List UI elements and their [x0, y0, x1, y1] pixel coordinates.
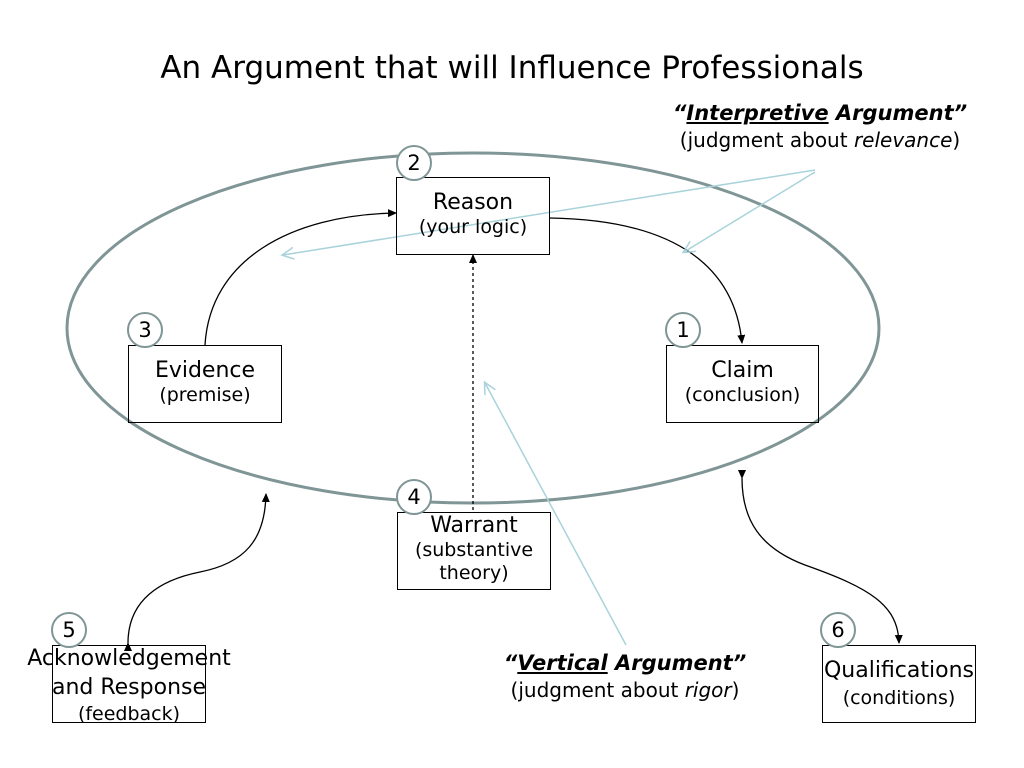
- interpretive-heading: “Interpretive Argument”: [672, 101, 968, 125]
- reason-to-claim-arrow: [549, 217, 746, 344]
- acknowledgement-sublabel: (feedback): [77, 703, 181, 726]
- evidence-to-reason-arrow: [204, 209, 397, 346]
- warrant-sublabel-line1: (substantive: [414, 539, 534, 562]
- claim-label: Claim: [711, 358, 774, 383]
- interpretive-description: (judgment about relevance): [679, 128, 961, 153]
- qualifications-number: 6: [820, 612, 856, 648]
- qualifications-text: Qualifications (conditions): [790, 657, 1008, 710]
- warrant-box: Warrant (substantive theory): [397, 512, 551, 590]
- interpretive-callout: “Interpretive Argument” (judgment about …: [600, 100, 1024, 153]
- claim-sublabel: (conclusion): [684, 384, 801, 407]
- reason-sublabel: (your logic): [418, 216, 528, 239]
- qualifications-sublabel: (conditions): [842, 686, 956, 709]
- vertical-arrow: [485, 383, 627, 646]
- vertical-heading: “Vertical Argument”: [503, 651, 747, 675]
- reason-box: Reason (your logic): [396, 177, 550, 255]
- acknowledgement-arrow: [123, 493, 270, 652]
- acknowledgement-number: 5: [51, 612, 87, 648]
- reason-label: Reason: [432, 190, 514, 215]
- evidence-label: Evidence: [154, 358, 256, 383]
- acknowledgement-text: Acknowledgement and Response (feedback): [0, 645, 258, 727]
- qualifications-label: Qualifications: [823, 658, 974, 683]
- warrant-label: Warrant: [430, 513, 518, 538]
- page-title: An Argument that will Influence Professi…: [160, 50, 864, 86]
- qualifications-box: [822, 645, 976, 723]
- evidence-number: 3: [127, 312, 163, 348]
- evidence-box: Evidence (premise): [128, 345, 282, 423]
- vertical-callout: “Vertical Argument” (judgment about rigo…: [430, 650, 820, 703]
- reason-number: 2: [396, 145, 432, 181]
- vertical-description: (judgment about rigor): [510, 678, 740, 703]
- interpretive-arrow-right: [684, 171, 816, 252]
- claim-box: Claim (conclusion): [666, 345, 819, 423]
- acknowledgement-label-line1: Acknowledgement: [27, 646, 231, 671]
- claim-number: 1: [665, 312, 701, 348]
- evidence-sublabel: (premise): [159, 384, 251, 407]
- qualifications-arrow: [737, 469, 903, 644]
- warrant-sublabel-line2: theory): [439, 562, 509, 585]
- acknowledgement-box: [52, 645, 206, 723]
- acknowledgement-label-line2: and Response: [51, 674, 207, 700]
- warrant-number: 4: [396, 479, 432, 515]
